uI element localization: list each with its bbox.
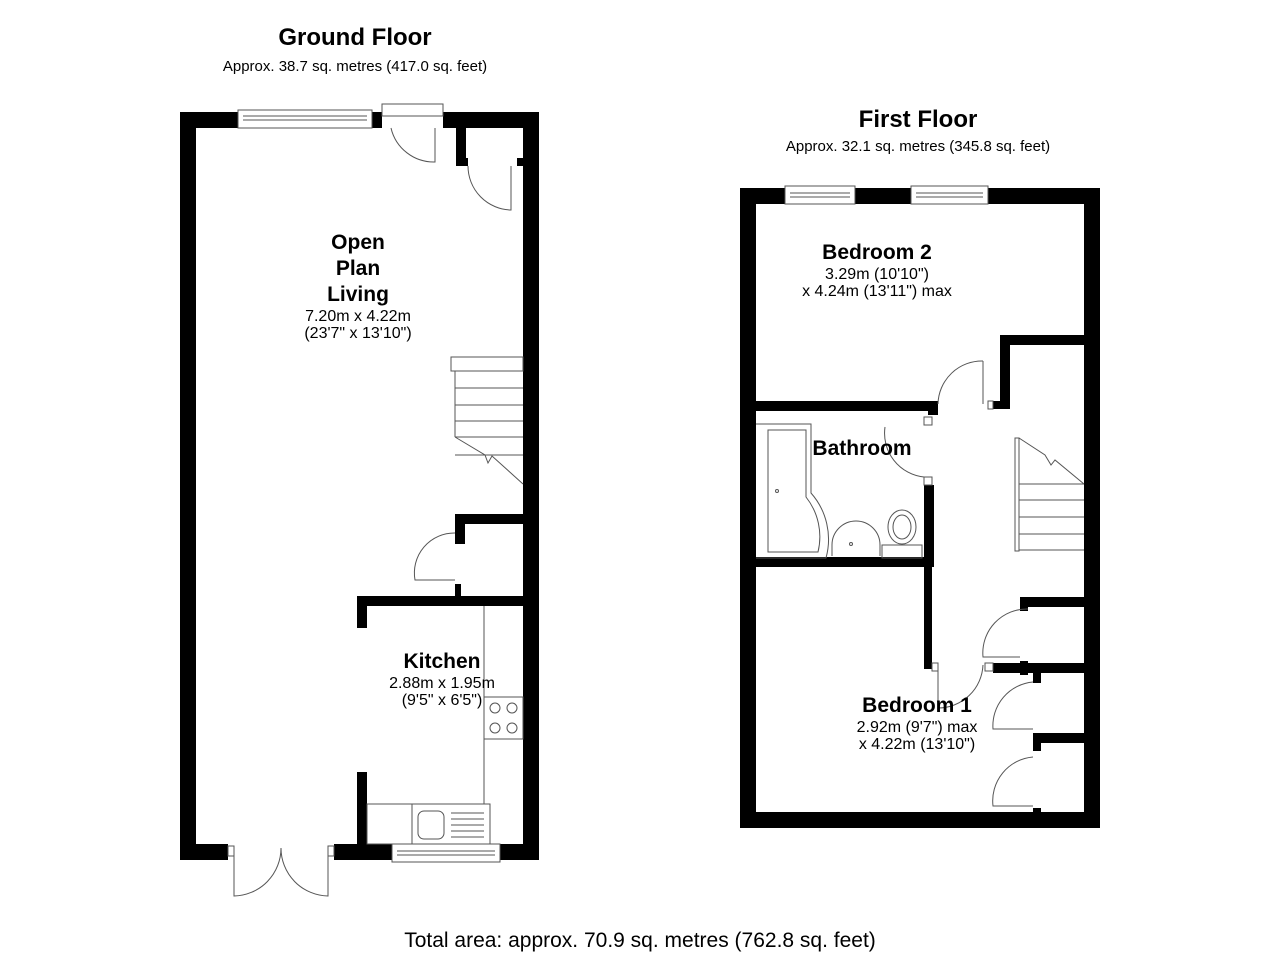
first-floor-fixtures [756,185,1085,807]
room-label-bedroom-2: Bedroom 2 3.29m (10'10") x 4.24m (13'11"… [775,240,979,300]
room-name: Bedroom 2 [822,241,932,264]
ground-floor-title: Ground Floor [278,24,432,51]
room-dimensions-imperial: (23'7" x 13'10") [304,325,412,342]
room-dimensions-imperial: (9'5" x 6'5") [401,692,483,709]
room-label-kitchen: Kitchen 2.88m x 1.95m (9'5" x 6'5") [352,649,532,709]
first-floor-title: First Floor [858,106,978,133]
room-label-bedroom-1: Bedroom 1 2.92m (9'7") max x 4.22m (13'1… [815,693,1019,753]
total-area: Total area: approx. 70.9 sq. metres (762… [404,929,876,952]
room-label-bathroom: Bathroom [792,436,932,462]
first-floor-walls [740,188,1100,828]
ground-floor-fixtures [227,103,524,897]
room-dimensions-line-1: 3.29m (10'10") [825,266,929,283]
room-dimensions-metric: 7.20m x 4.22m [305,308,411,325]
room-name-line: Open [331,231,385,254]
room-name: Kitchen [403,650,481,673]
first-floor-area: Approx. 32.1 sq. metres (345.8 sq. feet) [785,138,1051,155]
room-dimensions-line-2: x 4.24m (13'11") max [802,283,952,300]
room-dimensions-line-2: x 4.22m (13'10") [858,736,976,753]
room-name: Bathroom [812,437,912,460]
ground-floor-area: Approx. 38.7 sq. metres (417.0 sq. feet) [222,58,488,75]
ground-floor-walls [180,112,539,860]
room-name-line: Plan [335,257,381,280]
room-dimensions-line-1: 2.92m (9'7") max [856,719,978,736]
room-name-line: Living [327,283,389,306]
room-name: Bedroom 1 [862,694,972,717]
room-dimensions-metric: 2.88m x 1.95m [389,675,495,692]
room-label-open-plan-living: Open Plan Living 7.20m x 4.22m (23'7" x … [268,230,448,342]
